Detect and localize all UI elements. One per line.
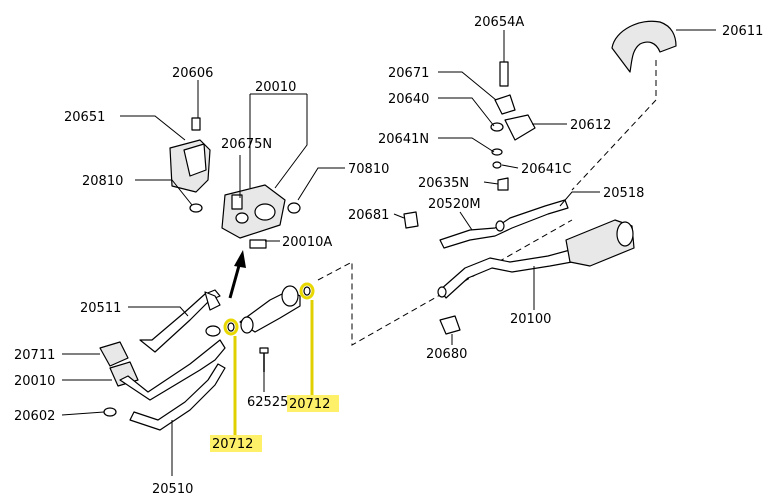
part-label-20671: 20671 [388,66,429,81]
highlight-box-20712-left [210,435,262,452]
gasket-20712-left-part [223,318,239,336]
gasket-20712-right-part [299,282,315,300]
part-label-20612: 20612 [570,118,611,133]
part-label-20606: 20606 [172,66,213,81]
part-label-20675N: 20675N [221,137,272,152]
part-label-70810: 70810 [348,162,389,177]
part-label-20711: 20711 [14,348,55,363]
part-label-20611: 20611 [722,24,763,39]
part-label-20010-top: 20010 [255,80,296,95]
front-pipe-20511-part [139,289,221,353]
part-label-20712-right: 20712 [289,397,330,412]
part-label-20651: 20651 [64,110,105,125]
part-label-20680: 20680 [426,347,467,362]
part-label-20641N: 20641N [378,132,429,147]
main-muffler-20100-part [437,219,635,299]
part-label-20810: 20810 [82,174,123,189]
hanger-assembly-part [490,61,536,191]
part-label-20602: 20602 [14,409,55,424]
part-label-20654A: 20654A [474,15,524,30]
part-label-20681: 20681 [348,208,389,223]
part-label-20510: 20510 [152,482,193,497]
part-label-20520M: 20520M [428,197,481,212]
part-label-20712-left: 20712 [212,437,253,452]
part-label-62525: 62525 [247,395,288,410]
tail-pipe-20520M-part [439,199,569,249]
bolt-62525-part [259,347,269,372]
part-label-20010A: 20010A [282,235,332,250]
part-label-20640: 20640 [388,92,429,107]
bracket-20680-part [439,315,461,335]
part-label-20010-left: 20010 [14,374,55,389]
part-label-20641C: 20641C [521,162,571,177]
part-label-20511: 20511 [80,301,121,316]
catalytic-converter-part [239,285,301,334]
clamp-20681-part [403,211,419,229]
connection-dashed-line-right [571,60,657,191]
front-flange-part [221,184,301,249]
manifold-heat-shield-part [169,117,211,213]
part-label-20635N: 20635N [418,176,469,191]
direction-arrow [228,250,246,299]
part-label-20100: 20100 [510,312,551,327]
part-label-20518: 20518 [603,186,644,201]
y-pipe-part [99,325,226,431]
heat-shield-20611-part [611,20,677,73]
leader-lines [61,29,716,476]
highlight-box-20712-right [287,395,339,412]
